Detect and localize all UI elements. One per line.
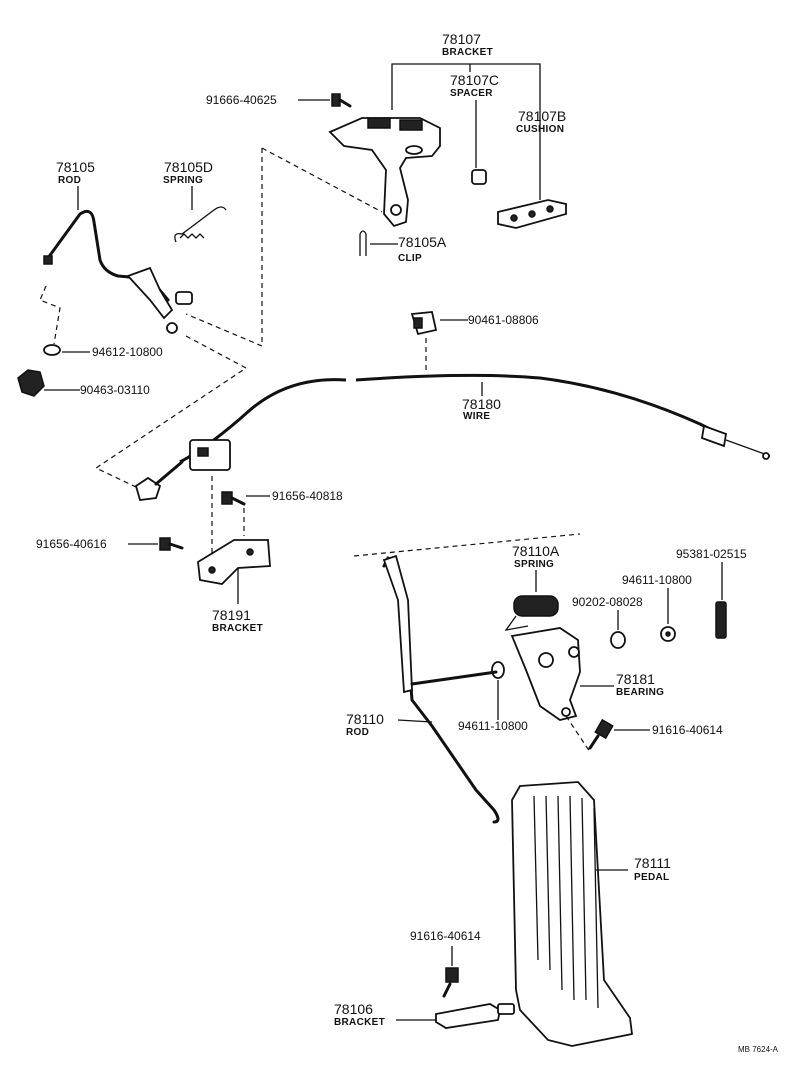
callout-78106: 78106 BRACKET	[334, 1001, 436, 1028]
bracket-78191-part	[197, 539, 271, 585]
callout-78180-label: WIRE	[463, 411, 490, 422]
callout-78110-label: ROD	[346, 727, 369, 738]
wire-78180-part	[134, 373, 771, 501]
callout-78105-number: 78105	[56, 159, 95, 175]
callout-78181-label: BEARING	[616, 687, 664, 698]
callout-78106-number: 78106	[334, 1001, 373, 1017]
callout-78107c-label: SPACER	[450, 88, 493, 99]
callout-78110a-number: 78110A	[512, 543, 560, 559]
callout-78111-number: 78111	[634, 855, 671, 871]
callout-78107: 78107 BRACKET	[391, 31, 541, 200]
pn-94612-10800-text: 94612-10800	[92, 345, 163, 359]
callout-78191-number: 78191	[212, 607, 251, 623]
pn-91616-40614-b: 91616-40614	[410, 929, 481, 998]
pn-91656-40616: 91656-40616	[36, 537, 184, 551]
pn-90202-08028-text: 90202-08028	[572, 595, 643, 609]
callout-78105d-number: 78105D	[164, 159, 213, 175]
pn-91666-40625-text: 91666-40625	[206, 93, 277, 107]
callout-78105d-label: SPRING	[163, 175, 203, 186]
pn-94611-10800-b: 94611-10800	[458, 661, 528, 733]
callout-78110a-label: SPRING	[514, 559, 554, 570]
callout-78105-label: ROD	[58, 175, 81, 186]
callout-78180-number: 78180	[462, 396, 501, 412]
callout-78107c-number: 78107C	[450, 72, 499, 88]
pn-94611-10800-b-text: 94611-10800	[458, 719, 528, 733]
pn-94611-10800-a-text: 94611-10800	[622, 573, 692, 587]
bearing-78181-part	[510, 627, 581, 721]
rod-78110-part	[382, 554, 500, 824]
pn-90202-08028: 90202-08028	[572, 595, 643, 649]
pn-94612-10800: 94612-10800	[39, 285, 163, 359]
callout-78107b-number: 78107B	[518, 108, 566, 124]
pn-90463-03110: 90463-03110	[17, 369, 150, 397]
callout-78181: 78181 BEARING	[580, 671, 664, 698]
callout-78105a-label: CLIP	[398, 253, 422, 264]
callout-78107b: 78107B CUSHION	[516, 108, 566, 135]
callout-78191-label: BRACKET	[212, 623, 263, 634]
callout-78105: 78105 ROD	[56, 159, 95, 210]
callout-78105a-number: 78105A	[398, 234, 447, 250]
spring-78110a-part	[504, 595, 559, 631]
callout-78107-label: BRACKET	[442, 47, 493, 58]
pn-91666-40625: 91666-40625	[206, 93, 352, 108]
pn-91656-40818: 91656-40818	[221, 489, 343, 536]
pn-91616-40614-b-text: 91616-40614	[410, 929, 481, 943]
pn-90463-03110-text: 90463-03110	[80, 383, 150, 397]
callout-78107b-label: CUSHION	[516, 124, 564, 135]
pn-90461-08806: 90461-08806	[410, 311, 539, 372]
footer-code: MB 7624-A	[738, 1045, 779, 1054]
callout-78110-number: 78110	[346, 711, 384, 727]
cushion-78107b-part	[497, 199, 567, 229]
pn-91616-40614-a: 91616-40614	[588, 718, 723, 750]
callout-78110a: 78110A SPRING	[512, 543, 560, 592]
callout-78111: 78111 PEDAL	[596, 855, 671, 883]
callout-78111-label: PEDAL	[634, 872, 669, 883]
pn-90461-08806-text: 90461-08806	[468, 313, 539, 327]
spacer-78107c-part	[471, 169, 487, 185]
pn-95381-02515-text: 95381-02515	[676, 547, 747, 561]
callout-78105d: 78105D SPRING	[163, 159, 227, 243]
callout-78107c: 78107C SPACER	[450, 72, 499, 168]
pn-91656-40616-text: 91656-40616	[36, 537, 107, 551]
pn-91656-40818-text: 91656-40818	[272, 489, 343, 503]
pn-95381-02515: 95381-02515	[676, 547, 747, 639]
rod-78105-part	[43, 209, 193, 334]
callout-78107-number: 78107	[442, 31, 481, 47]
pn-94611-10800-a: 94611-10800	[622, 573, 692, 642]
callout-78106-label: BRACKET	[334, 1017, 385, 1028]
callout-78180: 78180 WIRE	[462, 382, 501, 422]
pedal-78111-part	[511, 781, 633, 1047]
callout-78181-number: 78181	[616, 671, 655, 687]
callout-78110: 78110 ROD	[346, 711, 433, 738]
callout-78191: 78191 BRACKET	[212, 568, 263, 634]
bracket-78107-part	[328, 117, 441, 228]
callout-78105a: 78105A CLIP	[359, 230, 447, 264]
pn-91616-40614-a-text: 91616-40614	[652, 723, 723, 737]
bracket-78106-part	[435, 1003, 515, 1029]
